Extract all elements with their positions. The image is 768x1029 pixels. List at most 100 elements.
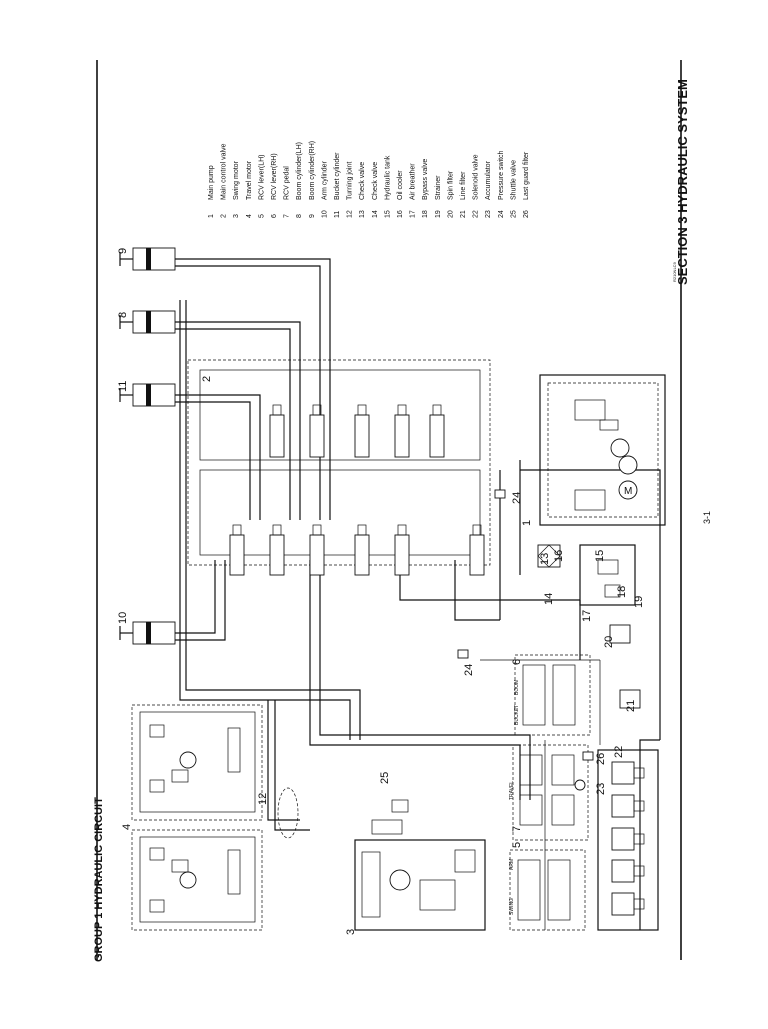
legend-number: 23 — [485, 210, 492, 218]
callout-16: 16 — [553, 550, 565, 562]
callout-11: 11 — [117, 381, 129, 392]
callout-1: 1 — [521, 520, 533, 526]
legend-label: Travel motor — [246, 160, 253, 200]
spool-cap — [472, 524, 482, 536]
oil-cooler — [537, 544, 561, 568]
solenoid-valve — [611, 794, 635, 818]
legend-number: 2 — [221, 214, 228, 218]
page-number: 3-1 — [702, 511, 712, 524]
callout-12: 12 — [257, 793, 269, 805]
legend-number: 25 — [510, 210, 517, 218]
legend-number: 1 — [208, 214, 215, 218]
callout-15: 15 — [594, 550, 606, 562]
callout-21: 21 — [625, 700, 637, 712]
legend-label: Check valve — [372, 162, 379, 200]
legend-number: 3 — [233, 214, 240, 218]
callout-2: 2 — [201, 376, 213, 382]
spool — [309, 414, 325, 458]
legend-number: 11 — [334, 211, 341, 218]
legend-label: Bucket cylinder — [334, 152, 341, 200]
callout-10: 10 — [117, 612, 129, 624]
swing-motor — [354, 819, 486, 931]
legend-number: 12 — [347, 210, 354, 218]
legend-number: 17 — [410, 210, 417, 218]
solenoid-valve — [611, 859, 635, 883]
shuttle-valve — [391, 799, 409, 813]
legend-label: Arm cylinder — [321, 160, 328, 200]
spool — [354, 414, 370, 458]
spool-cap — [232, 524, 242, 536]
solenoid-coil — [633, 767, 645, 779]
line-filter — [619, 689, 641, 709]
spool-cap — [357, 404, 367, 416]
legend-number: 19 — [435, 210, 442, 218]
callout-24a: 24 — [511, 492, 523, 504]
spool-cap — [397, 404, 407, 416]
legend-number: 7 — [284, 214, 291, 218]
legend-label: RCV lever(RH) — [271, 153, 278, 200]
solenoid-coil — [633, 898, 645, 910]
spool — [229, 534, 245, 576]
legend-number: 6 — [271, 214, 278, 218]
callout-23: 23 — [595, 783, 607, 795]
legend-number: 5 — [258, 214, 265, 218]
legend-number: 20 — [447, 210, 454, 218]
callout-14: 14 — [543, 593, 555, 605]
legend-label: Oil cooler — [397, 170, 404, 200]
legend-label: RCV pedal — [284, 166, 291, 200]
callout-26: 26 — [595, 753, 607, 765]
pressure-switch — [457, 489, 506, 659]
solenoid-coil — [633, 833, 645, 845]
travel-motor-upper — [131, 704, 263, 821]
rcv-label-boom: BOOM — [514, 680, 520, 695]
drawing-ref: R210NLC9 — [672, 261, 677, 282]
legend-number: 14 — [372, 210, 379, 218]
legend-label: Hydraulic tank — [384, 155, 391, 200]
spool-cap — [312, 524, 322, 536]
callout-5: 5 — [511, 842, 523, 848]
callout-3: 3 — [345, 929, 357, 935]
header-rule — [96, 60, 682, 960]
legend-number: 26 — [523, 210, 530, 218]
travel-motor-lower — [131, 829, 263, 931]
callout-7: 7 — [511, 826, 523, 832]
rcv-pedal — [512, 744, 589, 841]
solenoid-valve — [611, 892, 635, 916]
legend-label: Last guard filter — [523, 151, 530, 200]
legend-label: RCV lever(LH) — [258, 154, 265, 200]
callout-labels: 1 2 3 4 5 6 7 8 9 10 11 12 13 14 15 16 1… — [117, 248, 645, 935]
hydraulic-tank — [579, 544, 636, 606]
hydraulic-lines — [175, 258, 661, 930]
legend-number: 13 — [359, 210, 366, 218]
legend-number: 4 — [246, 214, 253, 218]
turning-joint — [277, 787, 299, 839]
spool-cap — [357, 524, 367, 536]
legend-number: 15 — [384, 210, 391, 218]
boom-cylinder-lh — [119, 310, 176, 334]
spool-cap — [397, 524, 407, 536]
legend-number: 8 — [296, 214, 303, 218]
legend-label: Main control valve — [221, 143, 228, 200]
spool — [269, 414, 285, 458]
spool-cap — [312, 404, 322, 416]
rcv-lever-lh — [509, 849, 586, 931]
legend-number: 24 — [498, 210, 505, 218]
rcv-label-arm: ARM — [509, 859, 515, 870]
main-control-valve — [187, 359, 491, 576]
callout-18: 18 — [616, 586, 628, 598]
legend-number: 10 — [321, 210, 328, 218]
legend-label: Line filter — [460, 171, 467, 200]
callout-22: 22 — [613, 746, 625, 758]
legend-number: 22 — [473, 210, 480, 218]
callout-25: 25 — [379, 772, 391, 784]
spool-cap — [432, 404, 442, 416]
legend-label: Air breather — [410, 163, 417, 200]
main-pump: M — [539, 374, 666, 526]
callout-6: 6 — [511, 659, 523, 665]
legend-label: Strainer — [435, 175, 442, 200]
callout-24b: 24 — [463, 664, 475, 676]
solenoid-coil — [633, 800, 645, 812]
svg-text:M: M — [624, 486, 632, 497]
